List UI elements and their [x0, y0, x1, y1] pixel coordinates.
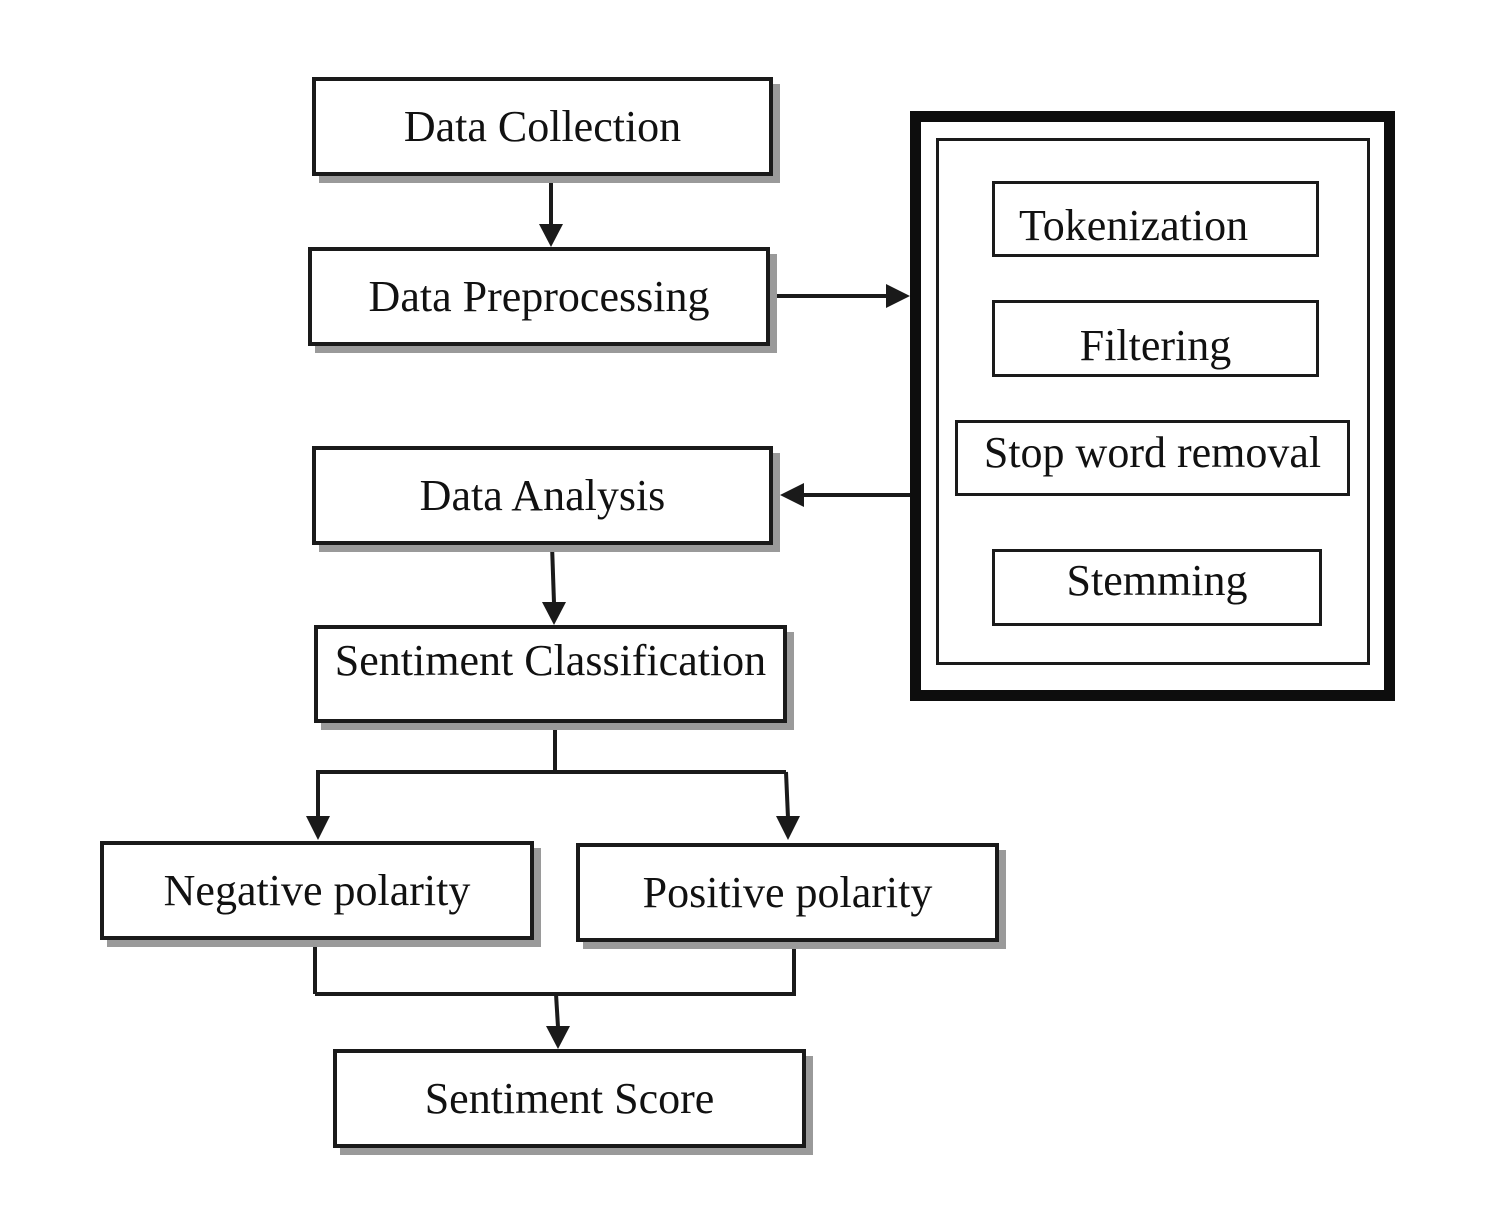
arrowhead-preprocessing-to-steps [886, 284, 910, 308]
filtering-label: Filtering [1079, 320, 1232, 370]
tokenization-box: Tokenization [992, 181, 1319, 257]
data-collection-label: Data Collection [403, 101, 682, 151]
sentiment-classification-box: Sentiment Classification [314, 625, 787, 723]
arrowhead-steps-to-analysis [780, 483, 804, 507]
negative-polarity-label: Negative polarity [163, 865, 471, 915]
stemming-box: Stemming [992, 549, 1322, 626]
stemming-label: Stemming [1066, 555, 1248, 605]
data-analysis-label: Data Analysis [419, 470, 666, 520]
filtering-box: Filtering [992, 300, 1319, 377]
positive-polarity-label: Positive polarity [642, 867, 933, 917]
stop-word-removal-box: Stop word removal [955, 420, 1350, 496]
arrow-to-positive [784, 771, 790, 819]
positive-polarity-box: Positive polarity [576, 843, 999, 942]
negative-polarity-box: Negative polarity [100, 841, 534, 940]
data-collection-box: Data Collection [312, 77, 773, 176]
preprocessing-steps-inner-frame [936, 138, 1370, 665]
sentiment-score-label: Sentiment Score [424, 1073, 715, 1123]
arrowhead-to-score [546, 1026, 570, 1049]
arrow-to-score [554, 993, 560, 1028]
stop-word-removal-label: Stop word removal [983, 428, 1322, 477]
arrowhead-to-negative [306, 816, 330, 840]
arrowhead-collection-to-preprocessing [539, 224, 563, 247]
sentiment-score-box: Sentiment Score [333, 1049, 806, 1148]
arrow-analysis-to-classification [550, 544, 556, 604]
arrowhead-to-positive [776, 816, 800, 840]
sentiment-classification-label: Sentiment Classification [334, 636, 767, 685]
data-preprocessing-box: Data Preprocessing [308, 247, 770, 346]
data-analysis-box: Data Analysis [312, 446, 773, 545]
data-preprocessing-label: Data Preprocessing [368, 271, 710, 321]
tokenization-label: Tokenization [1019, 201, 1249, 250]
arrowhead-analysis-to-classification [542, 602, 566, 625]
